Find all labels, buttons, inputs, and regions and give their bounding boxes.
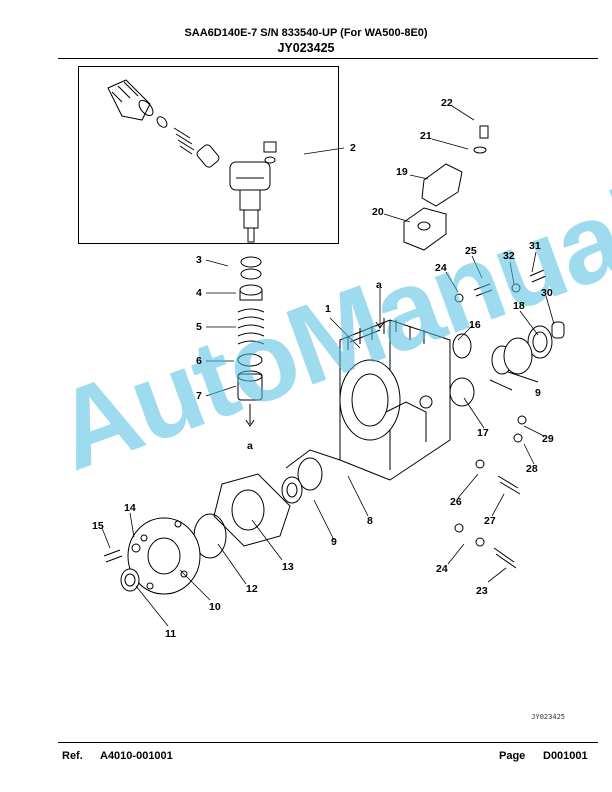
callout-9-lower: 9 (331, 536, 337, 548)
callout-30: 30 (541, 287, 553, 299)
callout-3: 3 (196, 254, 202, 266)
injector-valve-assembly (107, 79, 277, 243)
footer-rule (58, 742, 598, 743)
callout-24-lower: 24 (436, 563, 448, 575)
callout-4: 4 (196, 287, 202, 299)
callout-22: 22 (441, 97, 453, 109)
callout-14: 14 (124, 502, 136, 514)
left-parts-stack (237, 256, 265, 427)
callout-24-upper: 24 (435, 262, 447, 274)
callout-28: 28 (526, 463, 538, 475)
callout-15: 15 (92, 520, 104, 532)
callout-2: 2 (350, 142, 356, 154)
callout-5: 5 (196, 321, 202, 333)
pump-body (285, 318, 451, 481)
callout-6: 6 (196, 355, 202, 367)
callout-29: 29 (542, 433, 554, 445)
lower-left-parts (103, 457, 323, 595)
callout-32: 32 (503, 250, 515, 262)
arrow-label-a-lower: a (247, 440, 253, 452)
callout-19: 19 (396, 166, 408, 178)
callout-7: 7 (196, 390, 202, 402)
callout-31: 31 (529, 240, 541, 252)
callout-27: 27 (484, 515, 496, 527)
detail-inset-box (78, 66, 339, 244)
callout-8: 8 (367, 515, 373, 527)
callout-18: 18 (513, 300, 525, 312)
callout-23: 23 (476, 585, 488, 597)
leader-lines (101, 105, 555, 627)
arrow-label-a-upper: a (376, 279, 382, 291)
callout-20: 20 (372, 206, 384, 218)
header-rule (58, 58, 598, 59)
callout-11: 11 (165, 628, 177, 640)
callout-13: 13 (282, 561, 294, 573)
document-id: JY023425 (277, 41, 335, 55)
page-value: D001001 (543, 750, 588, 762)
callout-9-upper: 9 (535, 387, 541, 399)
right-side-parts (403, 125, 565, 569)
callout-21: 21 (420, 130, 432, 142)
drawing-code: JY023425 (531, 713, 565, 721)
callout-1: 1 (325, 303, 331, 315)
callout-10: 10 (209, 601, 221, 613)
callout-16: 16 (469, 319, 481, 331)
page-title: SAA6D140E-7 S/N 833540-UP (For WA500-8E0… (184, 27, 428, 39)
ref-label: Ref. (62, 750, 83, 762)
callout-12: 12 (246, 583, 258, 595)
page-label: Page (499, 750, 526, 762)
callout-17: 17 (477, 427, 489, 439)
callout-26: 26 (450, 496, 462, 508)
callout-25: 25 (465, 245, 477, 257)
ref-value: A4010-001001 (100, 750, 173, 762)
